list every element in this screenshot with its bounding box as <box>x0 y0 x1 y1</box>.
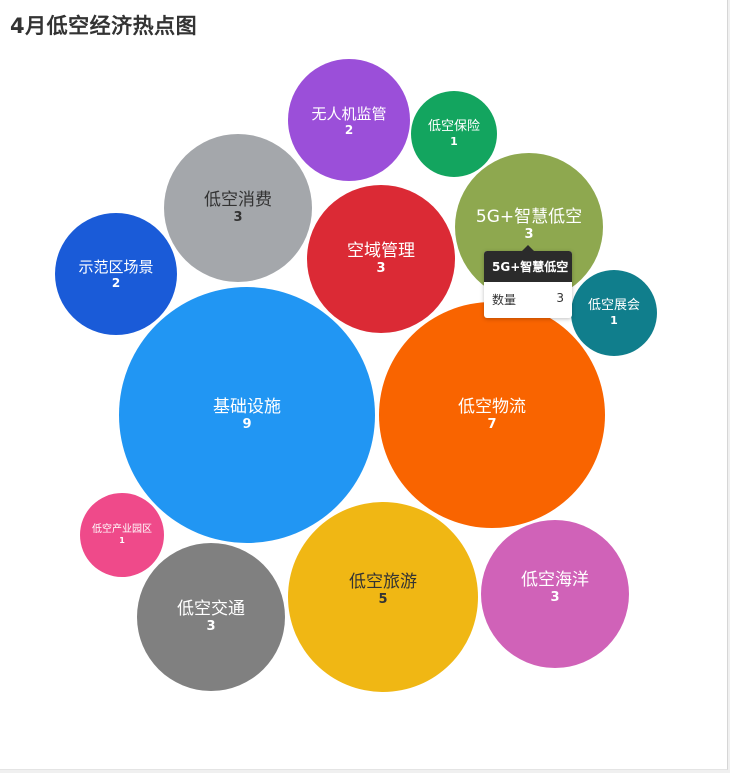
tooltip-value: 3 <box>556 291 564 305</box>
bubble-label: 低空消费 <box>204 190 272 210</box>
bubble-label: 示范区场景 <box>78 258 154 276</box>
tooltip: 5G+智慧低空 数量 3 <box>484 245 572 318</box>
bubble-demonstration-zone[interactable]: 示范区场景 2 <box>55 213 177 335</box>
bubble-label: 低空物流 <box>458 397 526 417</box>
bubble-label: 低空展会 <box>587 298 640 313</box>
bubble-value: 1 <box>610 314 618 327</box>
bubble-low-altitude-consumption[interactable]: 低空消费 3 <box>164 134 312 282</box>
bubble-low-altitude-logistics[interactable]: 低空物流 7 <box>379 302 605 528</box>
bubble-label: 空域管理 <box>347 241 415 261</box>
bubble-value: 3 <box>206 619 216 634</box>
bubble-value: 2 <box>111 276 121 290</box>
bubble-label: 低空海洋 <box>521 570 589 590</box>
bubble-label: 低空产业园区 <box>92 524 152 535</box>
bubble-value: 1 <box>119 536 125 545</box>
bubble-label: 低空交通 <box>177 599 245 619</box>
tooltip-label: 数量 <box>492 293 517 307</box>
bubble-value: 3 <box>376 261 386 276</box>
bubble-value: 7 <box>487 417 497 432</box>
bubble-label: 无人机监管 <box>311 105 387 123</box>
bubble-value: 3 <box>524 227 534 242</box>
bubble-low-altitude-traffic[interactable]: 低空交通 3 <box>137 543 285 691</box>
bubble-low-altitude-ocean[interactable]: 低空海洋 3 <box>481 520 629 668</box>
bubble-low-altitude-industrial-park[interactable]: 低空产业园区 1 <box>80 493 164 577</box>
bubble-airspace-management[interactable]: 空域管理 3 <box>307 185 455 333</box>
bubble-drone-supervision[interactable]: 无人机监管 2 <box>288 59 410 181</box>
bubble-low-altitude-insurance[interactable]: 低空保险 1 <box>411 91 497 177</box>
bubble-infrastructure[interactable]: 基础设施 9 <box>119 287 375 543</box>
tooltip-title: 5G+智慧低空 <box>484 251 572 282</box>
bubble-value: 3 <box>550 590 560 605</box>
bubble-low-altitude-tourism[interactable]: 低空旅游 5 <box>288 502 478 692</box>
bubble-value: 3 <box>233 210 243 225</box>
chart-title: 4月低空经济热点图 <box>10 14 198 38</box>
bubble-label: 基础设施 <box>213 397 281 417</box>
bubble-label: 低空保险 <box>427 119 480 134</box>
bubble-label: 低空旅游 <box>349 572 417 592</box>
tooltip-row: 数量 3 <box>484 282 572 318</box>
tooltip-arrow <box>522 245 534 251</box>
bubble-label: 5G+智慧低空 <box>475 207 583 227</box>
bubble-value: 1 <box>450 135 458 148</box>
bubble-value: 5 <box>378 592 388 607</box>
bubble-value: 2 <box>344 123 354 137</box>
bubble-low-altitude-exhibition[interactable]: 低空展会 1 <box>571 270 657 356</box>
bubble-value: 9 <box>242 417 252 432</box>
